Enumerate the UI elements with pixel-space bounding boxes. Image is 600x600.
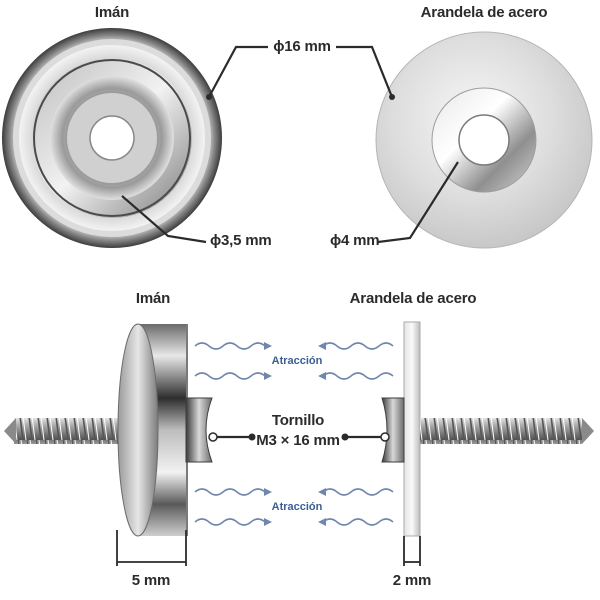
attraction-label-top: Atracción [271,355,323,367]
outer-diameter-label: ϕ16 mm [273,38,331,55]
screw-label-line1: Tornillo [271,412,325,429]
screw-label-line2: M3 × 16 mm [256,432,340,449]
magnet-side-view [117,323,213,537]
magnet-hole-label: ϕ3,5 mm [210,232,272,249]
magnet-title-bottom: Imán [135,290,171,307]
magnet-top-view [2,28,222,248]
washer-top-view [375,31,593,249]
attraction-label-bottom: Atracción [271,501,323,513]
magnet-thickness-label: 5 mm [131,572,171,589]
washer-thickness-label: 2 mm [392,572,432,589]
washer-side-view [381,321,594,537]
magnet-title-top: Imán [94,4,130,21]
washer-hole-label: ϕ4 mm [330,232,380,249]
washer-title-bottom: Arandela de acero [349,290,477,307]
attraction-waves [194,342,394,526]
left-screw [4,418,124,444]
washer-title-top: Arandela de acero [420,4,548,21]
